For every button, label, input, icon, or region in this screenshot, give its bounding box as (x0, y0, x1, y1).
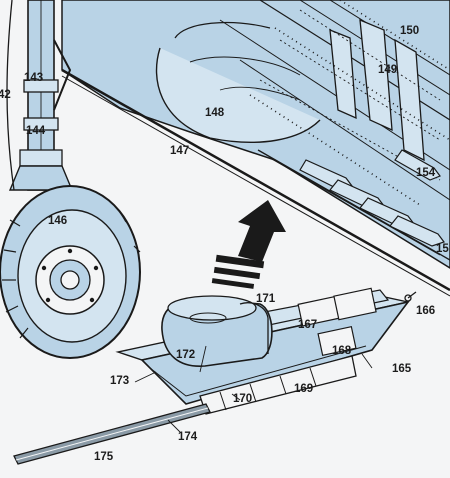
callout-175: 175 (94, 451, 114, 463)
callout-173: 173 (110, 375, 129, 387)
callout-170: 170 (233, 393, 252, 405)
callout-labels: 42 143 144 146 147 148 149 150 154 15 16… (0, 25, 449, 463)
callout-168: 168 (332, 345, 352, 357)
callout-174: 174 (178, 431, 198, 443)
callout-146: 146 (48, 215, 67, 227)
callout-15x: 15 (436, 243, 449, 255)
callout-144: 144 (26, 125, 46, 137)
callout-171: 171 (256, 293, 276, 305)
callout-143: 143 (24, 72, 43, 84)
callout-166: 166 (416, 305, 435, 317)
callout-148: 148 (205, 107, 225, 119)
gun-barrel (13, 403, 211, 465)
callout-142: 42 (0, 89, 11, 101)
ammunition-drum (161, 295, 273, 367)
ammunition-bay-rounds (257, 149, 450, 261)
callout-150: 150 (400, 25, 419, 37)
callout-149: 149 (378, 64, 397, 76)
leader-lines (134, 299, 411, 433)
callout-165: 165 (392, 363, 412, 375)
landing-gear-leg (6, 0, 74, 191)
main-wheel (0, 185, 141, 359)
callout-147: 147 (170, 145, 189, 157)
callout-154: 154 (416, 167, 436, 179)
callout-172: 172 (176, 349, 195, 361)
callout-167: 167 (298, 319, 317, 331)
up-arrow (211, 200, 286, 289)
callout-169: 169 (294, 383, 313, 395)
